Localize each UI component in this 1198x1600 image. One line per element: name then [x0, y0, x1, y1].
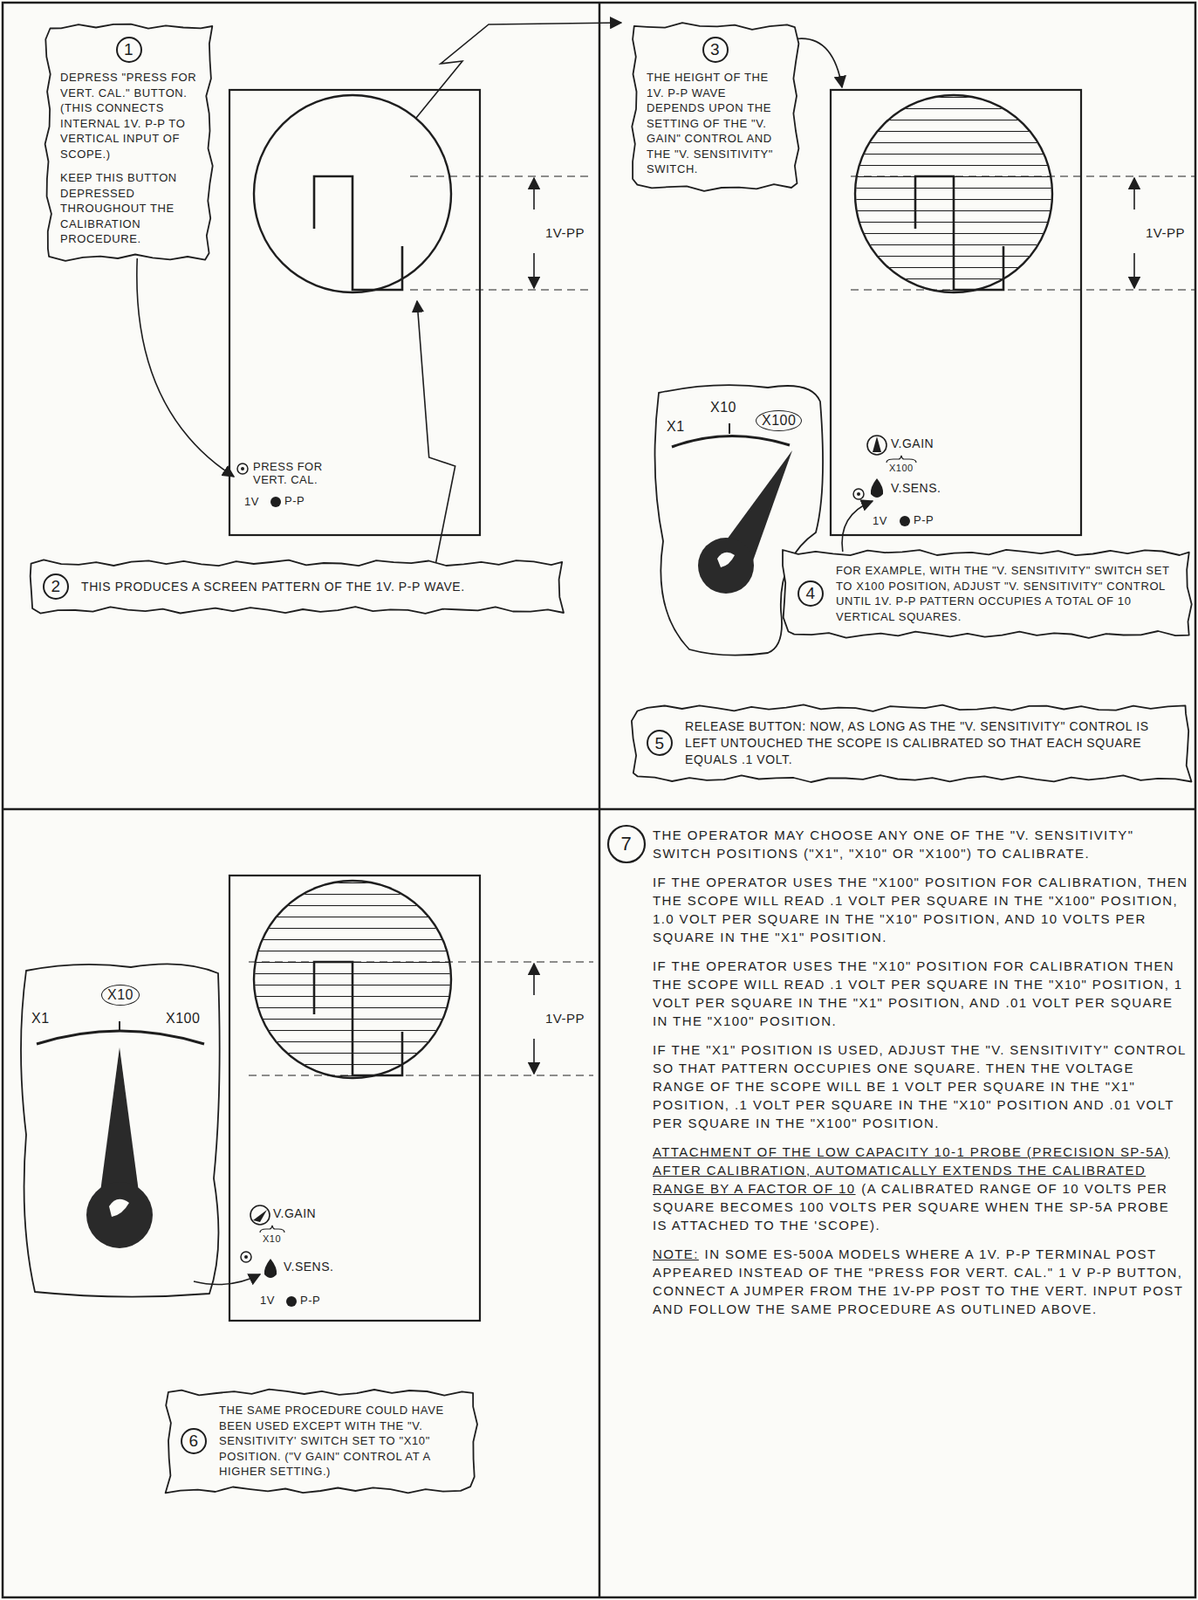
paragraph-text: IF THE "X1" POSITION IS USED, ADJUST THE… — [652, 1041, 1186, 1130]
callout-body: THE SAME PROCEDURE COULD HAVE BEEN USED … — [219, 1402, 462, 1479]
label: X100 — [165, 1010, 200, 1027]
paragraph-text: THE OPERATOR MAY CHOOSE ANY ONE OF THE "… — [652, 827, 1134, 861]
note-column: THE OPERATOR MAY CHOOSE ANY ONE OF THE "… — [652, 825, 1189, 1329]
label: 1V — [260, 1293, 275, 1308]
callout-body: FOR EXAMPLE, WITH THE "V. SENSITIVITY" S… — [835, 562, 1177, 624]
leader-line — [796, 38, 843, 88]
paragraph: THE OPERATOR MAY CHOOSE ANY ONE OF THE "… — [652, 825, 1189, 863]
callout-number: 4 — [797, 580, 824, 607]
label: X10 — [262, 1232, 281, 1245]
label: X100 — [755, 410, 802, 432]
callout-bubble: 1DEPRESS "PRESS FOR VERT. CAL." BUTTON. … — [43, 21, 214, 262]
callout-text: FOR EXAMPLE, WITH THE "V. SENSITIVITY" S… — [835, 562, 1177, 624]
callout-number: 3 — [702, 36, 729, 63]
callout-body: DEPRESS "PRESS FOR VERT. CAL." BUTTON. (… — [60, 69, 198, 247]
label: P-P — [300, 1293, 321, 1308]
label: 1V-PP — [542, 1009, 588, 1027]
callout-body: THIS PRODUCES A SCREEN PATTERN OF THE 1V… — [81, 578, 466, 596]
label: 1V — [244, 495, 260, 509]
label: X1 — [31, 1010, 50, 1027]
outline — [780, 547, 1193, 639]
callout-bubble: 3THE HEIGHT OF THE 1V. P-P WAVE DEPENDS … — [629, 21, 801, 192]
label: V.SENS. — [283, 1259, 334, 1274]
callout-text: KEEP THIS BUTTON DEPRESSED THROUGHOUT TH… — [60, 170, 198, 247]
label: P-P — [284, 494, 305, 508]
paragraph: ATTACHMENT OF THE LOW CAPACITY 10-1 PROB… — [652, 1142, 1189, 1234]
leader-line — [842, 500, 873, 552]
callout-circle: 7 — [606, 823, 647, 864]
label: PRESS FOR VERT. CAL. — [253, 460, 351, 487]
label: V.GAIN — [890, 436, 934, 451]
label: 1V-PP — [542, 224, 588, 241]
label: 1V-PP — [1143, 224, 1188, 241]
callout-bubble: 2 THIS PRODUCES A SCREEN PATTERN OF THE 1… — [26, 558, 566, 615]
paragraph-text: IN SOME ES-500A MODELS WHERE A 1V. P-P T… — [652, 1245, 1184, 1316]
paragraph: IF THE OPERATOR USES THE "X100" POSITION… — [652, 872, 1189, 946]
callout-text: RELEASE BUTTON: NOW, AS LONG AS THE "V. … — [684, 718, 1177, 768]
label: X1 — [666, 418, 685, 435]
callout-body: RELEASE BUTTON: NOW, AS LONG AS THE "V. … — [684, 718, 1177, 768]
callout-bubble: 5RELEASE BUTTON: NOW, AS LONG AS THE "V.… — [629, 703, 1193, 783]
callout-bubble: 4 FOR EXAMPLE, WITH THE "V. SENSITIVITY" … — [780, 547, 1193, 639]
callout-text: DEPRESS "PRESS FOR VERT. CAL." BUTTON. (… — [60, 69, 198, 162]
callout-body: THE HEIGHT OF THE 1V. P-P WAVE DEPENDS U… — [646, 69, 784, 178]
paragraph: IF THE OPERATOR USES THE "X10" POSITION … — [652, 956, 1189, 1030]
paragraph: IF THE "X1" POSITION IS USED, ADJUST THE… — [652, 1040, 1189, 1132]
callout-text: THE SAME PROCEDURE COULD HAVE BEEN USED … — [219, 1402, 462, 1479]
label: P-P — [913, 513, 934, 528]
callout-number: 6 — [180, 1427, 207, 1454]
paragraph-text: IF THE OPERATOR USES THE "X10" POSITION … — [652, 958, 1184, 1028]
paragraph: NOTE:IN SOME ES-500A MODELS WHERE A 1V. … — [652, 1244, 1189, 1318]
callout-bubble: 6 THE SAME PROCEDURE COULD HAVE BEEN USED… — [164, 1387, 479, 1494]
label: V.SENS. — [890, 480, 941, 495]
callout-number: 2 — [42, 573, 69, 600]
label: X100 — [889, 462, 914, 474]
callout-number: 7 — [621, 830, 633, 857]
label: X10 — [101, 984, 140, 1006]
paragraph-text: NOTE: — [652, 1245, 699, 1261]
callout-number: 1 — [116, 36, 143, 63]
leader-line — [417, 301, 456, 562]
callout-text: THIS PRODUCES A SCREEN PATTERN OF THE 1V… — [81, 578, 466, 596]
leader-line — [136, 258, 234, 477]
paragraph-text: IF THE OPERATOR USES THE "X100" POSITION… — [652, 874, 1188, 945]
label: 1V — [872, 514, 888, 528]
callout-text: THE HEIGHT OF THE 1V. P-P WAVE DEPENDS U… — [646, 69, 784, 178]
label: V.GAIN — [273, 1205, 316, 1220]
label: X10 — [710, 399, 737, 416]
